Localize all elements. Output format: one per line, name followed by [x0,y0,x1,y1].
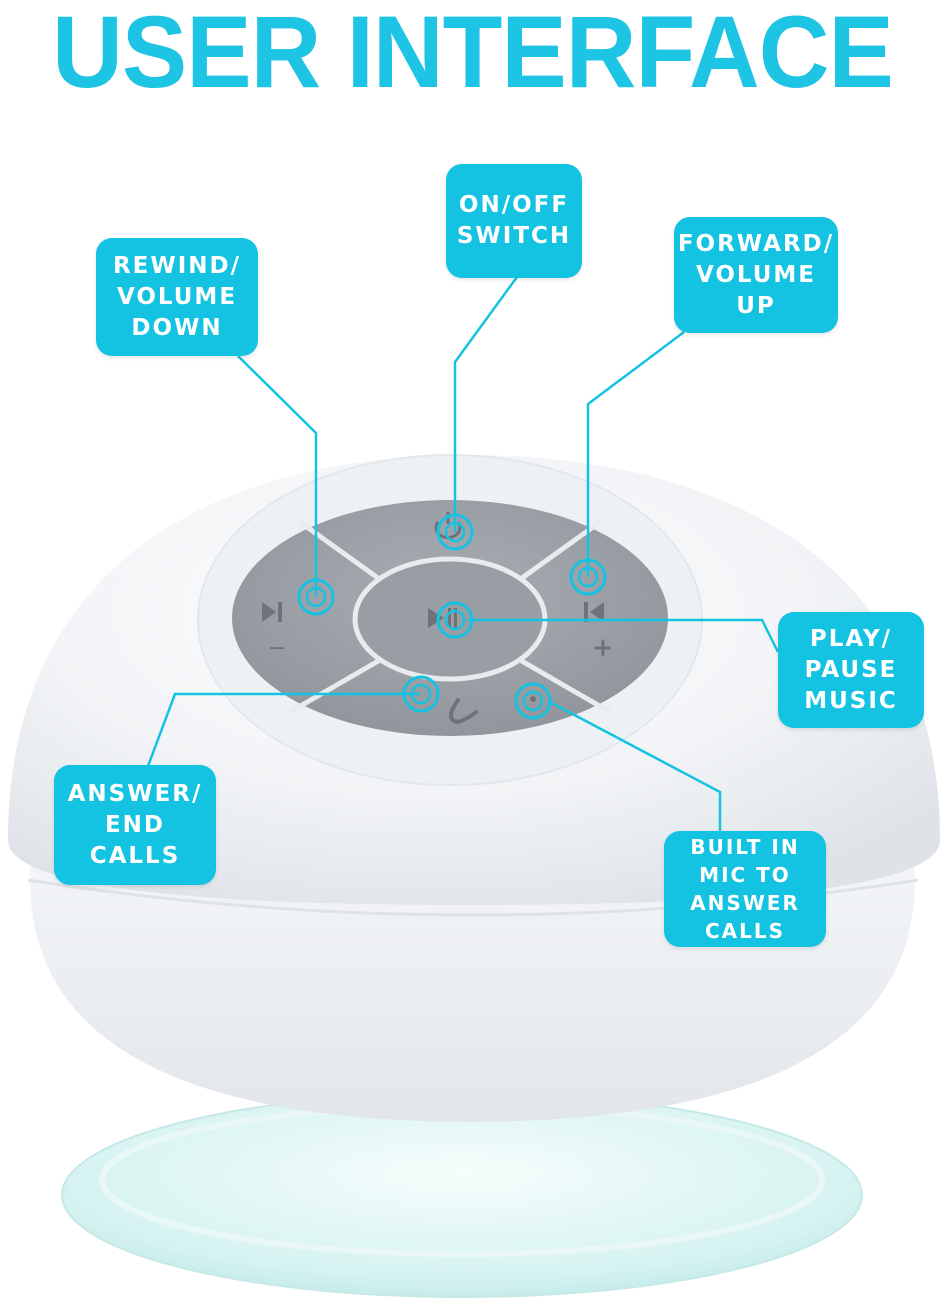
callout-on-off: ON/OFF SWITCH [446,164,582,278]
phone-icon [449,698,478,725]
leader-on-off [453,276,519,532]
skip-back-icon [262,602,282,622]
target-on-off [436,513,474,551]
plus-symbol: + [592,633,614,663]
callout-forward: FORWARD/ VOLUME UP [674,217,838,333]
minus-symbol: − [268,636,286,661]
suction-cup [61,1092,863,1298]
target-mic [514,682,552,720]
callout-mic: BUILT IN MIC TO ANSWER CALLS [664,831,826,947]
callout-play-pause: PLAY/ PAUSE MUSIC [778,612,924,728]
leader-rewind [237,355,318,597]
target-answer [402,675,440,713]
leader-lines [146,276,780,832]
skip-forward-icon [584,602,604,622]
page-title: USER INTERFACE [52,0,894,109]
leader-play-pause [468,618,780,653]
mic-hole-icon [530,696,536,702]
callout-rewind: REWIND/ VOLUME DOWN [96,238,258,356]
play-pause-icon [428,608,457,628]
leader-forward [586,331,685,577]
leader-answer [146,692,420,767]
target-play-pause [436,601,474,639]
target-forward [569,558,607,596]
callout-answer: ANSWER/ END CALLS [54,765,216,885]
target-rewind [297,578,335,616]
target-rings [297,513,607,720]
leader-mic [547,699,722,832]
